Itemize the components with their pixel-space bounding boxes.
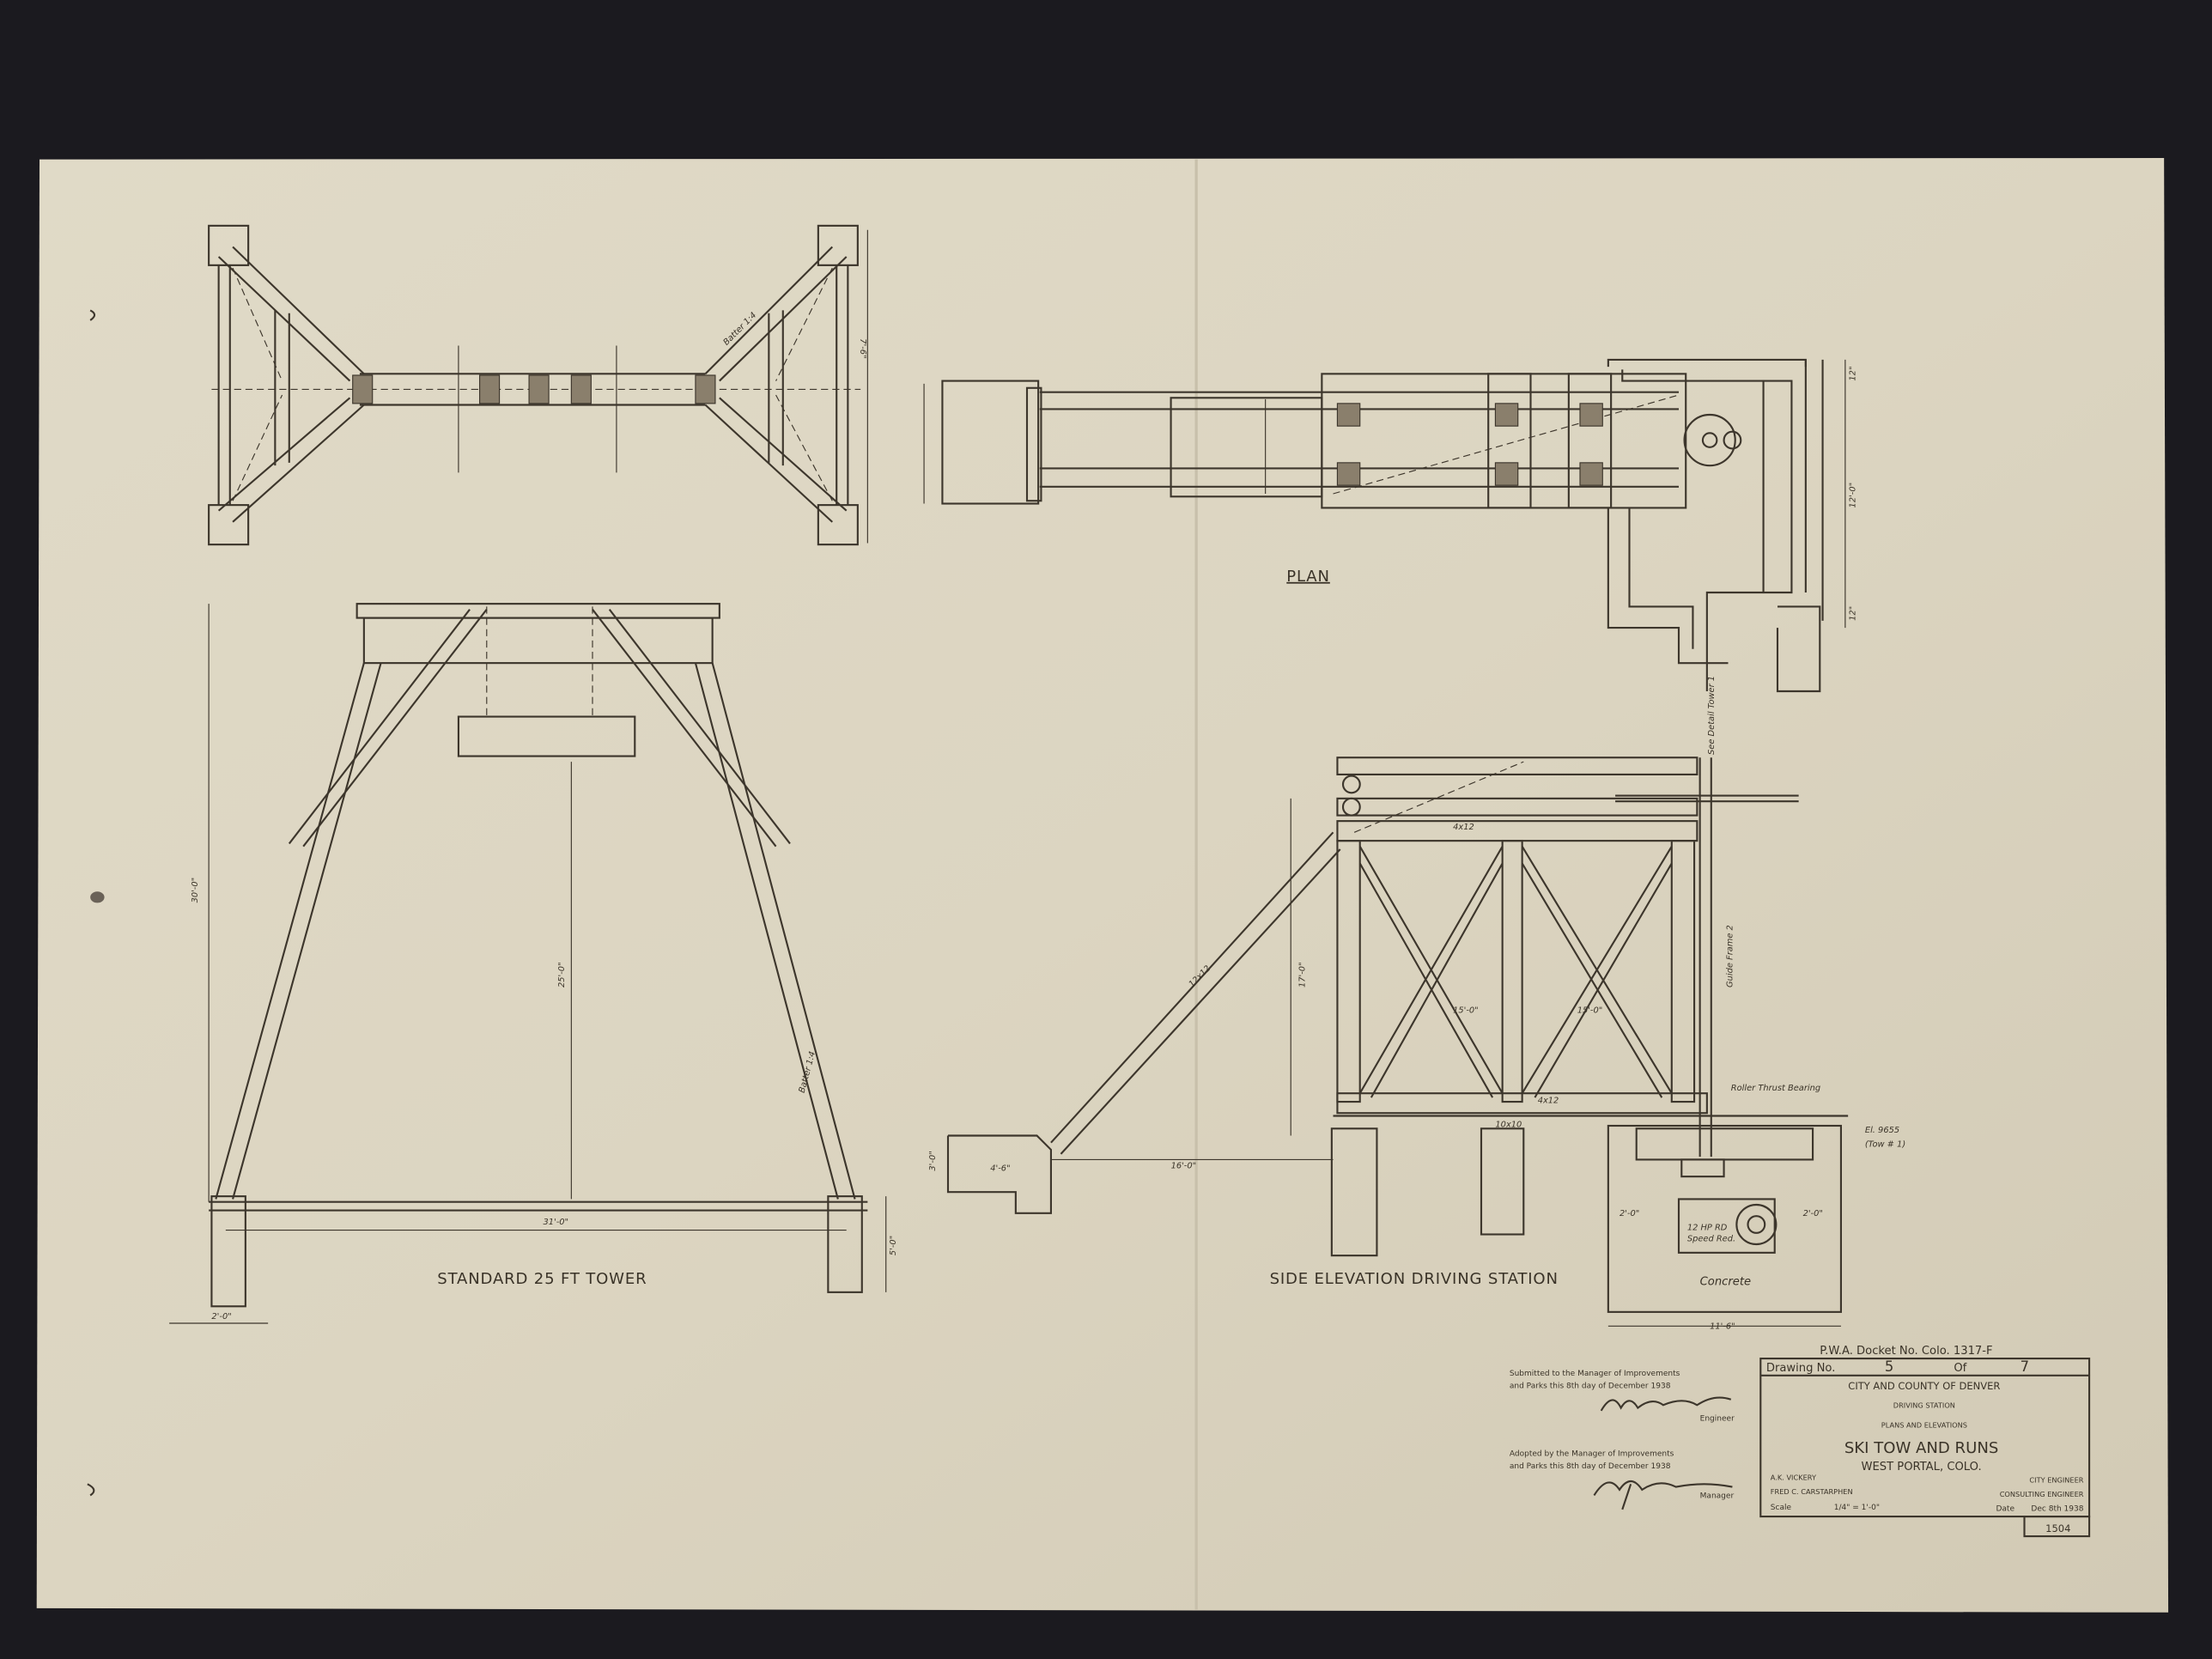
dim-footing: 4'-6" <box>990 1164 1010 1174</box>
dim-pit-width: 11'-6" <box>1710 1322 1735 1332</box>
plan-view-label: PLAN <box>1286 568 1330 586</box>
dim-pit-left: 2'-0" <box>1620 1209 1639 1218</box>
manager-role: Manager <box>1700 1492 1735 1501</box>
punch-hole <box>90 891 105 903</box>
concrete-label: Concrete <box>1700 1276 1751 1289</box>
drawing-number: 5 <box>1885 1358 1893 1375</box>
adopted-line-1: Adopted by the Manager of Improvements <box>1510 1449 1674 1458</box>
project-title: SKI TOW AND RUNS <box>1844 1439 1999 1457</box>
drawing-of-label: Of <box>1954 1362 1966 1375</box>
dim-plan-width: 7'-6" <box>858 338 867 358</box>
roller-thrust-bearing-note: Roller Thrust Bearing <box>1731 1084 1820 1093</box>
submitted-line-1: Submitted to the Manager of Improvements <box>1510 1370 1680 1378</box>
dim-tower-base: 31'-0" <box>543 1218 568 1227</box>
dim-plan-bottom: 12" <box>1848 606 1857 621</box>
date-label: Date <box>1996 1505 2014 1514</box>
date-value: Dec 8th 1938 <box>2031 1505 2083 1514</box>
engineer-name: A.K. VICKERY <box>1771 1473 1817 1481</box>
punch-mark-bottom <box>87 1483 95 1497</box>
dim-frame-height: 17'-0" <box>1298 962 1308 988</box>
drawing-no-label: Drawing No. <box>1766 1362 1836 1375</box>
side-elevation-label: SIDE ELEVATION DRIVING STATION <box>1270 1270 1559 1288</box>
dim-tower-inner: 25'-0" <box>557 962 567 988</box>
dim-foot: 2'-0" <box>211 1312 231 1322</box>
manager-signature <box>1593 1480 1733 1510</box>
docket-number: P.W.A. Docket No. Colo. 1317-F <box>1820 1345 1992 1358</box>
subtitle-plans: PLANS AND ELEVATIONS <box>1881 1421 1967 1430</box>
engineer-role: Engineer <box>1700 1414 1735 1423</box>
beam-4x12-top: 4x12 <box>1453 823 1474 832</box>
dim-bay-2: 15'-0" <box>1577 1006 1603 1016</box>
drawing-total: 7 <box>2021 1358 2029 1375</box>
engineer-title: CITY ENGINEER <box>2029 1476 2083 1485</box>
driving-station-plan: 12'-0" 12" 12" PLAN <box>923 358 1857 693</box>
engineer-signature <box>1600 1396 1732 1412</box>
scale-value: 1/4" = 1'-0" <box>1834 1504 1880 1512</box>
dim-pit-right: 2'-0" <box>1803 1209 1823 1218</box>
org-name: CITY AND COUNTY OF DENVER <box>1848 1380 2000 1392</box>
dim-plan-top: 12" <box>1848 367 1857 381</box>
side-elevation-view: 17'-0" 15'-0" 15'-0" 4x12 4x12 10x10 12x… <box>928 676 1905 1332</box>
beam-10x10: 10x10 <box>1495 1121 1522 1130</box>
punch-mark-top <box>89 309 96 321</box>
dim-footing-height: 3'-0" <box>928 1151 938 1170</box>
dim-bay-1: 15'-0" <box>1453 1006 1479 1016</box>
dim-strut: 16'-0" <box>1171 1161 1197 1170</box>
title-block: P.W.A. Docket No. Colo. 1317-F Drawing N… <box>1759 1345 2091 1538</box>
consultant-name: FRED C. CARSTARPHEN <box>1771 1487 1853 1496</box>
motor-label-2: Speed Red. <box>1687 1235 1735 1244</box>
dim-tower-height: 30'-0" <box>191 878 200 903</box>
motor-label-1: 12 HP RD <box>1687 1224 1728 1233</box>
beam-4x12-bottom: 4x12 <box>1538 1097 1559 1106</box>
paper-sheet <box>36 158 2169 1613</box>
subtitle-driving-station: DRIVING STATION <box>1893 1401 1955 1410</box>
scale-label: Scale <box>1771 1504 1792 1512</box>
sheet-number: 1504 <box>2045 1522 2070 1534</box>
guide-frame-note: Guide Frame 2 <box>1725 925 1735 988</box>
dim-foot-depth: 5'-0" <box>889 1236 898 1255</box>
approval-block: Submitted to the Manager of Improvements… <box>1510 1370 1735 1510</box>
elevation-note: El. 9655 <box>1865 1126 1899 1135</box>
elevation-tow-note: (Tow # 1) <box>1865 1140 1905 1150</box>
consultant-title: CONSULTING ENGINEER <box>2000 1490 2084 1498</box>
tower-elevation-view: 30'-0" 25'-0" 31'-0" 2'-0" 5'-0" Batter … <box>169 603 898 1324</box>
submitted-line-2: and Parks this 8th day of December 1938 <box>1510 1382 1671 1391</box>
tower-view-label: STANDARD 25 FT TOWER <box>437 1270 647 1288</box>
see-detail-note: See Detail Tower 1 <box>1707 676 1717 755</box>
adopted-line-2: and Parks this 8th day of December 1938 <box>1510 1462 1671 1471</box>
project-location: WEST PORTAL, COLO. <box>1861 1461 1981 1474</box>
dim-plan-height: 12'-0" <box>1848 483 1857 508</box>
